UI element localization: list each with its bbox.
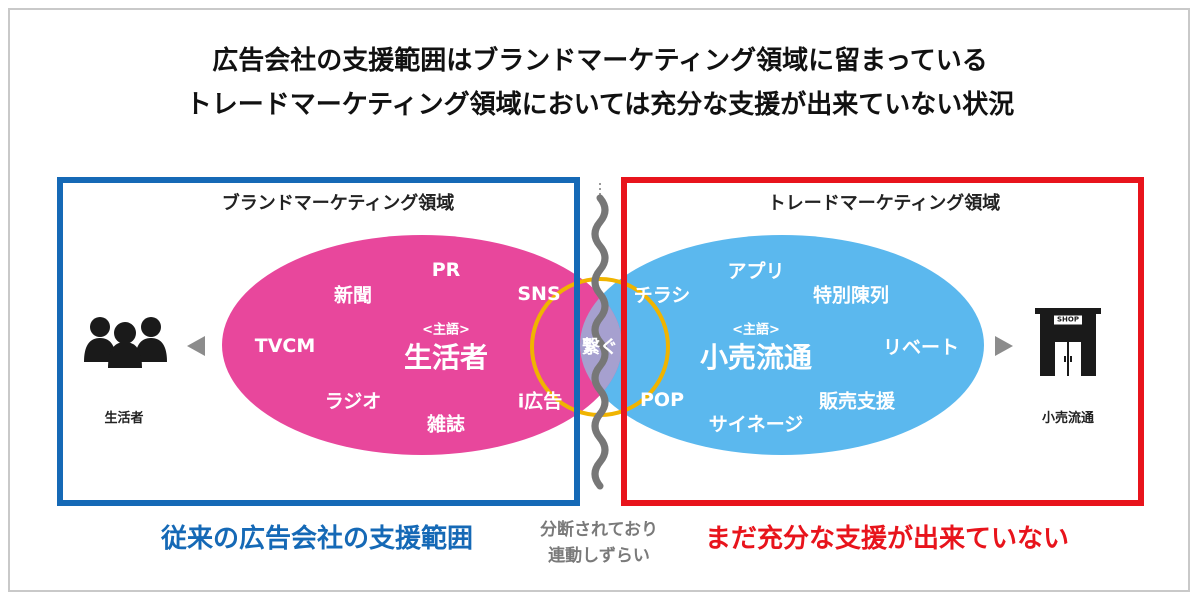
brand-item-tvcm: TVCM bbox=[254, 335, 316, 357]
divide-note-line-1: 分断されており bbox=[540, 520, 658, 540]
trade-item-flyer: チラシ bbox=[633, 284, 691, 307]
trade-item-signage: サイネージ bbox=[708, 413, 804, 436]
left-arrow-icon bbox=[187, 336, 205, 356]
trade-item-rebate: リベート bbox=[882, 336, 960, 359]
store-label: 小売流通 bbox=[1041, 411, 1095, 426]
brand-subject-tag: <主語> bbox=[422, 322, 470, 338]
brand-caption: 従来の広告会社の支援範囲 bbox=[160, 524, 474, 554]
connect-label: 繋ぐ bbox=[582, 337, 618, 358]
brand-item-pr: PR bbox=[431, 259, 461, 281]
trade-area-border bbox=[621, 177, 1144, 506]
trade-item-sales-support: 販売支援 bbox=[818, 390, 896, 413]
divide-note-line-2: 連動しずらい bbox=[548, 546, 650, 566]
wavy-divider bbox=[591, 194, 609, 490]
brand-item-magazine: 雑誌 bbox=[426, 413, 466, 436]
title-line-1: 広告会社の支援範囲はブランドマーケティング領域に留まっている bbox=[212, 46, 988, 76]
trade-caption: まだ充分な支援が出来ていない bbox=[704, 524, 1070, 554]
trade-area-label: トレードマーケティング領域 bbox=[767, 193, 1001, 214]
divide-note: 分断されており 連動しずらい bbox=[540, 517, 658, 569]
brand-area-label: ブランドマーケティング領域 bbox=[221, 193, 455, 214]
right-arrow-icon bbox=[995, 336, 1013, 356]
trade-item-pop: POP bbox=[639, 389, 685, 411]
trade-item-special-display: 特別陳列 bbox=[812, 284, 890, 307]
brand-area-border bbox=[57, 177, 580, 506]
shop-sign: SHOP bbox=[1054, 315, 1082, 325]
trade-subject: 小売流通 bbox=[699, 341, 813, 374]
people-label: 生活者 bbox=[104, 411, 144, 426]
trade-item-app: アプリ bbox=[727, 260, 785, 283]
brand-item-newspaper: 新聞 bbox=[333, 284, 373, 307]
trade-subject-tag: <主語> bbox=[732, 322, 780, 338]
people-group-icon bbox=[84, 317, 167, 368]
brand-item-radio: ラジオ bbox=[324, 390, 382, 413]
brand-subject: 生活者 bbox=[403, 341, 489, 374]
trade-ellipse bbox=[580, 235, 984, 455]
brand-item-sns: SNS bbox=[517, 283, 561, 305]
title-line-2: トレードマーケティング領域においては充分な支援が出来ていない状況 bbox=[185, 90, 1015, 120]
brand-item-web-ad: i広告 bbox=[517, 390, 563, 413]
brand-ellipse bbox=[222, 235, 622, 455]
